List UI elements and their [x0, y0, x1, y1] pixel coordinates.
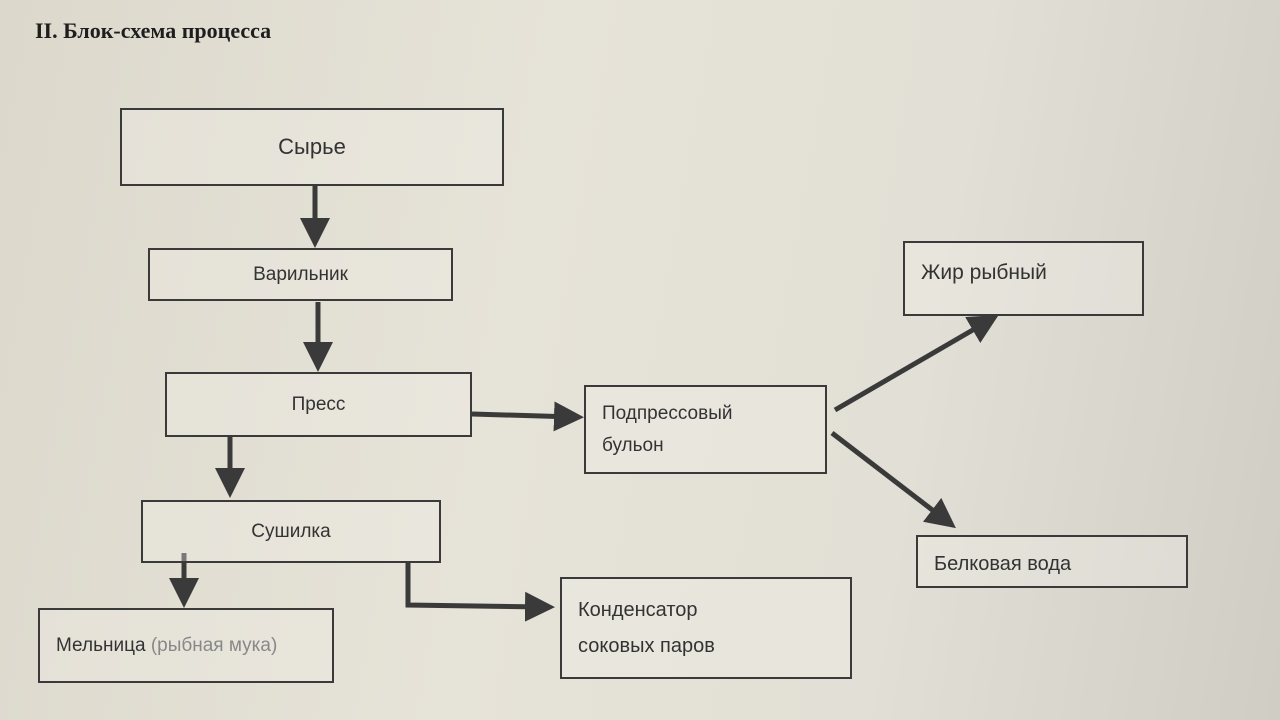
node-broth-line1: Подпрессовый [602, 402, 733, 424]
node-fish-oil: Жир рыбный [903, 241, 1144, 316]
node-mill-label: Мельница [56, 634, 146, 656]
arrow-broth-to-fish-oil [833, 314, 999, 413]
node-protein-water-label: Белковая вода [934, 553, 1072, 575]
node-protein-water: Белковая вода [916, 535, 1188, 588]
node-fish-oil-label: Жир рыбный [921, 261, 1047, 284]
node-condenser-line1: Конденсатор [578, 599, 698, 621]
node-press: Пресс [165, 372, 472, 437]
node-cooker: Варильник [148, 248, 453, 301]
arrow-press-to-broth [471, 401, 584, 432]
node-broth-line2: бульон [602, 434, 664, 456]
node-mill: Мельница (рыбная мука) [38, 608, 334, 683]
page-title: II. Блок-схема процесса [35, 18, 272, 43]
node-raw: Сырье [120, 108, 504, 186]
node-dryer: Сушилка [141, 500, 441, 563]
arrow-dryer-to-condenser [405, 563, 555, 622]
node-broth: Подпрессовый бульон [584, 385, 827, 474]
node-condenser-line2: соковых паров [578, 635, 715, 657]
node-raw-label: Сырье [278, 134, 346, 159]
node-cooker-label: Варильник [253, 263, 348, 285]
arrow-broth-to-protein-water [830, 431, 956, 529]
node-mill-note: (рыбная мука) [150, 634, 278, 656]
node-dryer-label: Сушилка [251, 520, 331, 542]
node-press-label: Пресс [291, 393, 346, 415]
node-condenser: Конденсатор соковых паров [560, 577, 852, 679]
